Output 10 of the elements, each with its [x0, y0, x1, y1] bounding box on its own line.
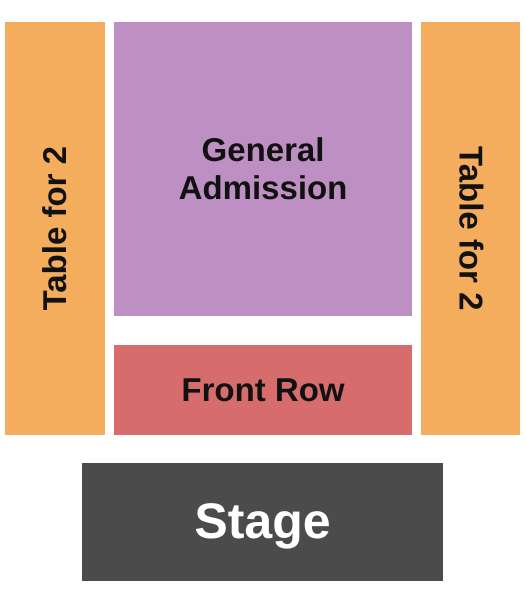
- section-label: Table for 2: [452, 146, 490, 311]
- section-label: Table for 2: [36, 146, 74, 311]
- table-section: [421, 22, 520, 435]
- section-label: Front Row: [181, 371, 345, 409]
- stage: [82, 463, 443, 581]
- section-label: Stage: [194, 493, 331, 551]
- section-label: General Admission: [178, 131, 348, 207]
- table-section: [5, 22, 105, 435]
- general-admission-section: [114, 22, 412, 316]
- front-row-section: [114, 345, 412, 435]
